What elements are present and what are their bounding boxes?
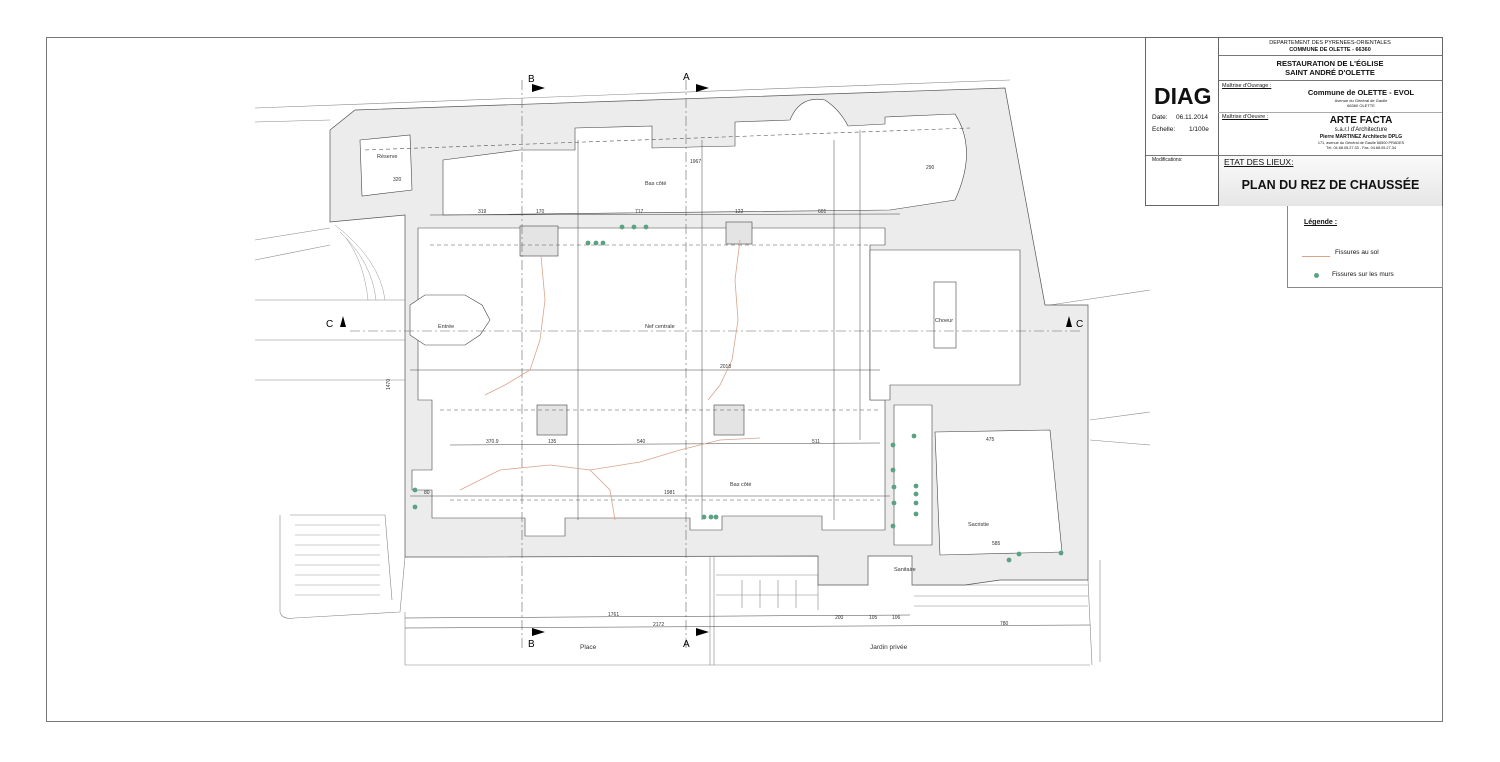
- vault-lines: [364, 127, 971, 501]
- entrance-porch: [409, 294, 491, 346]
- dimension-label: 1981: [664, 490, 675, 496]
- dimension-label: 585: [992, 541, 1001, 547]
- architect-name: ARTE FACTA: [1329, 115, 1393, 126]
- section-a-label: A: [683, 639, 690, 650]
- owner-label: Maîtrise d'Ouvrage :: [1222, 83, 1272, 89]
- dimension-label: 320: [393, 177, 402, 183]
- section-a-label: A: [683, 72, 690, 83]
- wall-crack-swatch: [1314, 273, 1319, 278]
- section-b-label: B: [528, 74, 535, 85]
- title-block: DEPARTEMENT DES PYRENEES-ORIENTALES COMM…: [1145, 37, 1443, 206]
- section-b-label: B: [528, 639, 535, 650]
- scale-value: 1/100e: [1189, 126, 1209, 133]
- room-choir: Choeur: [935, 318, 953, 324]
- commune-text: COMMUNE DE OLETTE - 66360: [1289, 47, 1371, 53]
- owner-name: Commune de OLETTE - EVOL: [1307, 88, 1415, 97]
- state-label: ETAT DES LIEUX:: [1224, 157, 1294, 167]
- wall-crack-dots: [412, 224, 1064, 563]
- floor-cracks: [459, 239, 761, 521]
- legend-item-label: Fissures sur les murs: [1332, 271, 1394, 278]
- room-entrance: Entrée: [438, 324, 454, 330]
- stairs: [295, 224, 386, 596]
- dimension-label: 200: [835, 615, 844, 621]
- dimension-label: 475: [986, 437, 995, 443]
- section-labels: B A B A C C: [326, 72, 1083, 650]
- scale-label: Echelle:: [1152, 126, 1176, 133]
- area-garden: Jardin privée: [870, 644, 908, 651]
- architect-person: Pierre MARTINEZ Architecte DPLG: [1319, 134, 1403, 140]
- dimension-label: 105: [869, 615, 878, 621]
- dimension-label: 290: [926, 165, 935, 171]
- section-c-label: C: [326, 319, 333, 330]
- dimension-label: 80: [424, 490, 430, 496]
- legend-title: Légende :: [1304, 219, 1338, 226]
- architect-type: s.a.r.l d'Architecture: [1334, 127, 1388, 133]
- owner-address: Avenue du Général de Gaulle: [1334, 98, 1388, 103]
- architect-address: 171, avenue du Général de Gaulle 66500 P…: [1317, 141, 1405, 145]
- floor-crack-swatch: [1302, 256, 1330, 257]
- dimension-label: 780: [1000, 621, 1009, 627]
- dimension-label: 1470: [386, 379, 392, 390]
- department-text: DEPARTEMENT DES PYRENEES-ORIENTALES: [1269, 40, 1391, 46]
- dimension-label: 2172: [653, 622, 664, 628]
- phase-label: DIAG: [1154, 83, 1212, 109]
- room-sacristy: Sacristie: [968, 522, 989, 528]
- project-title-line1: RESTAURATION DE L'ÉGLISE: [1276, 59, 1384, 68]
- dimension-lines: [404, 130, 1091, 629]
- dimension-label: 540: [637, 439, 646, 445]
- date-value: 06.11.2014: [1176, 114, 1209, 121]
- section-arrows: [340, 84, 1072, 636]
- architect-label: Maîtrise d'Oeuvre :: [1222, 114, 1269, 120]
- project-title-line2: SAINT ANDRÉ D'OLETTE: [1285, 68, 1375, 77]
- dimension-label: 717: [635, 209, 644, 215]
- section-lines: [350, 80, 1080, 650]
- interior-spaces: [359, 98, 1063, 556]
- modifications-label: Modifications:: [1152, 157, 1183, 163]
- dimension-label: 370.9: [486, 439, 499, 445]
- room-reserve: Réserve: [377, 154, 397, 160]
- legend-item-label: Fissures au sol: [1335, 249, 1379, 256]
- dimension-label: 1761: [608, 612, 619, 618]
- dimension-label: 319: [478, 209, 487, 215]
- architect-phone: Tél. 04.68.05.27.33 - Fax. 04.68.05.27.3…: [1326, 146, 1396, 150]
- room-north-aisle: Bas côté: [645, 181, 666, 187]
- site-lines: [254, 79, 1151, 666]
- dimension-label: 135: [548, 439, 557, 445]
- dimension-label: 511: [812, 439, 820, 445]
- dimension-label: 2018: [720, 364, 731, 370]
- room-toilets: Sanitaire: [894, 567, 916, 573]
- section-c-label: C: [1076, 319, 1083, 330]
- owner-address: 66360 OLETTE: [1347, 103, 1375, 108]
- room-nave: Nef centrale: [645, 324, 675, 330]
- area-square: Place: [580, 644, 597, 651]
- dimension-label: 122: [735, 209, 744, 215]
- legend: Légende : Fissures au sol Fissures sur l…: [1287, 206, 1443, 288]
- sheet-title: PLAN DU REZ DE CHAUSSÉE: [1241, 178, 1420, 192]
- room-south-aisle: Bas côté: [730, 482, 751, 488]
- dimension-label: 170: [536, 209, 545, 215]
- dimension-label: 1967: [690, 159, 701, 165]
- drawing-frame: [46, 37, 1443, 722]
- date-label: Date:: [1152, 114, 1168, 121]
- dimension-label: 106: [892, 615, 901, 621]
- dimension-label: 601: [818, 209, 827, 215]
